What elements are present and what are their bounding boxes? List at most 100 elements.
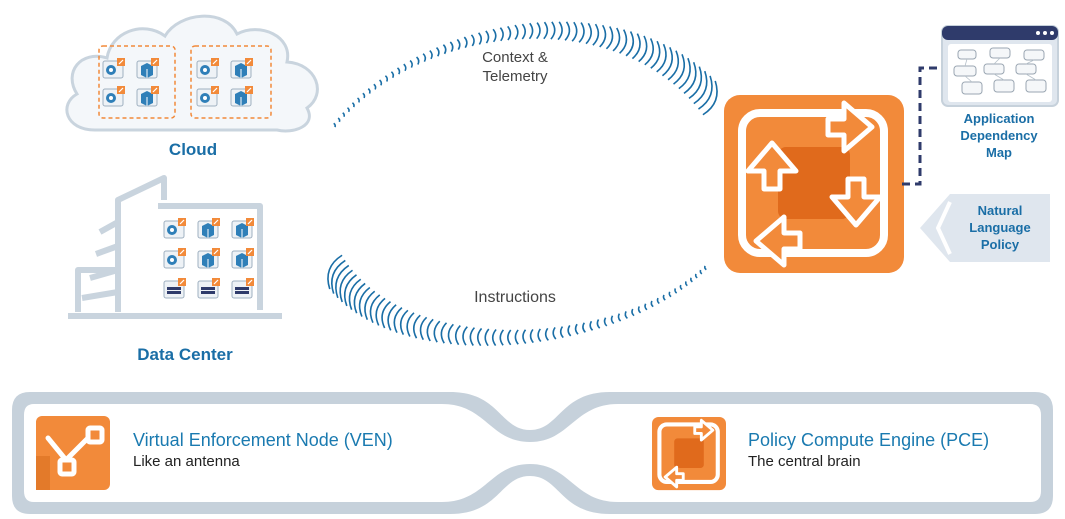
wave-stroke — [375, 297, 386, 326]
nlp-label: Natural Language Policy — [952, 202, 1048, 253]
wave-stroke — [638, 35, 648, 63]
wave-stroke — [335, 264, 350, 299]
wave-stroke — [462, 326, 468, 346]
wave-stroke — [702, 80, 718, 116]
ven-title: Virtual Enforcement Node (VEN) — [133, 430, 393, 450]
wave-stroke — [343, 274, 357, 307]
wave-stroke — [625, 31, 635, 57]
ven-node-icon — [36, 416, 110, 490]
wave-stroke — [698, 75, 713, 110]
datacenter-building-icon — [68, 175, 282, 319]
cloud-workload-8 — [230, 86, 253, 107]
nlp-line2: Language — [969, 220, 1031, 235]
wave-stroke — [578, 22, 585, 43]
wave-stroke — [477, 32, 483, 45]
wave-stroke — [353, 282, 366, 314]
wave-stroke — [346, 107, 350, 113]
wave-stroke — [684, 281, 688, 287]
wave-stroke — [644, 38, 655, 66]
wave-stroke — [499, 27, 504, 42]
cloud-workload-1 — [102, 58, 125, 79]
wave-stroke — [327, 254, 343, 290]
wave-stroke — [442, 44, 447, 55]
wave-stroke — [419, 316, 428, 341]
wave-stroke — [492, 28, 497, 43]
cloud-workload-4 — [136, 86, 159, 107]
wave-stroke — [690, 277, 693, 283]
wave-stroke — [599, 24, 607, 48]
wave-stroke — [339, 269, 353, 303]
wave-stroke — [656, 297, 660, 305]
cloud-workload-7 — [196, 86, 219, 107]
wave-stroke — [422, 53, 427, 62]
wave-stroke — [619, 29, 628, 54]
wave-stroke — [668, 291, 672, 298]
wave-stroke — [412, 314, 421, 339]
wave-stroke — [603, 317, 608, 327]
wave-stroke — [507, 329, 512, 346]
context-label-line1: Context & — [482, 49, 548, 66]
wave-stroke — [364, 290, 376, 321]
wave-stroke — [631, 33, 641, 60]
dc-workload-1 — [163, 218, 186, 239]
wave-stroke — [596, 319, 601, 329]
arrow-pointer-icon — [920, 194, 1050, 262]
wave-stroke — [463, 36, 468, 49]
wave-stroke — [673, 54, 686, 85]
dc-workload-5 — [197, 248, 220, 269]
wave-stroke — [357, 97, 360, 103]
wave-stroke — [409, 59, 413, 68]
wave-stroke — [624, 310, 628, 320]
wave-stroke — [403, 63, 407, 72]
dc-workload-4 — [163, 248, 186, 269]
wave-stroke — [456, 38, 461, 50]
wave-stroke — [470, 34, 475, 47]
dc-workload-9 — [231, 278, 254, 299]
wave-stroke — [491, 329, 497, 347]
wave-stroke — [564, 21, 571, 41]
context-telemetry-label: Context & Telemetry — [470, 48, 560, 86]
cloud-workload-2 — [136, 58, 159, 79]
wave-stroke — [381, 301, 392, 329]
wave-stroke — [454, 325, 461, 346]
wave-stroke — [610, 315, 615, 325]
wave-stroke — [589, 320, 594, 331]
wave-stroke — [661, 47, 673, 77]
wave-stroke — [528, 22, 534, 40]
wave-stroke — [522, 329, 527, 344]
ven-legend-text: Virtual Enforcement Node (VEN) Like an a… — [133, 430, 493, 470]
wave-stroke — [415, 56, 420, 65]
wave-stroke — [476, 327, 483, 347]
dc-workload-6 — [231, 248, 254, 269]
wave-stroke — [399, 309, 409, 336]
wave-stroke — [605, 26, 614, 50]
wave-stroke — [592, 23, 600, 46]
wave-stroke — [367, 88, 371, 94]
pce-title: Policy Compute Engine (PCE) — [748, 430, 990, 450]
wave-stroke — [429, 49, 433, 60]
wave-stroke — [484, 328, 490, 347]
cloud-workload-3 — [102, 86, 125, 107]
context-label-line2: Telemetry — [482, 68, 548, 85]
wave-stroke — [499, 329, 505, 346]
wave-stroke — [688, 66, 703, 100]
wave-stroke — [342, 112, 346, 118]
dc-workload-7 — [163, 278, 186, 299]
wave-stroke — [435, 46, 440, 57]
dc-workload-2 — [197, 218, 220, 239]
wave-stroke — [543, 21, 549, 40]
app-map-window-icon — [941, 25, 1059, 107]
wave-stroke — [433, 320, 441, 343]
dashed-connector — [902, 66, 944, 186]
wave-stroke — [559, 326, 564, 339]
cloud-icon — [65, 14, 319, 133]
wave-stroke — [574, 323, 579, 335]
wave-stroke — [694, 273, 698, 279]
wave-stroke — [693, 70, 708, 105]
wave-stroke — [406, 312, 415, 337]
app-map-line2: Dependency — [960, 128, 1038, 143]
wave-stroke — [373, 83, 377, 90]
nlp-line3: Policy — [980, 237, 1020, 252]
wave-stroke — [514, 24, 519, 40]
